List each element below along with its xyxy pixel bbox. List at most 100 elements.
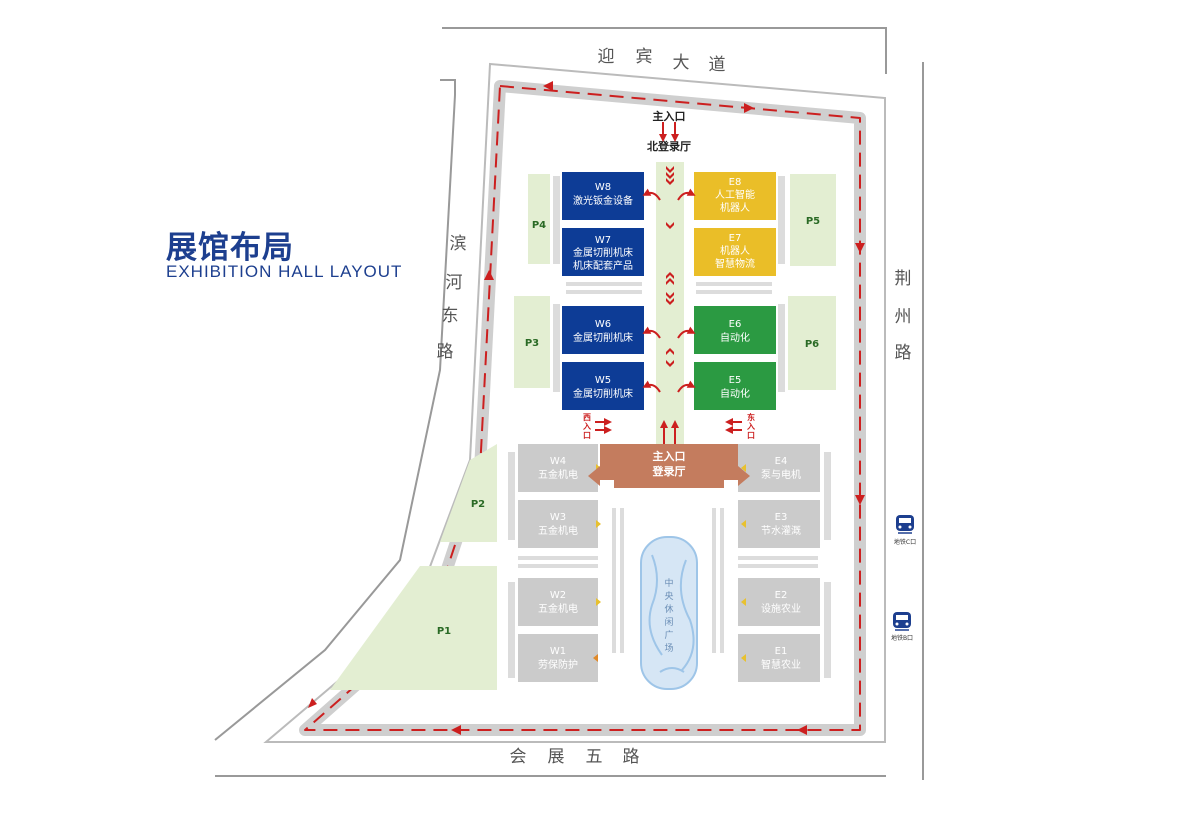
parking-p6 (788, 296, 836, 390)
corridor-chevrons (666, 166, 674, 367)
north-main-entrance-label: 主入口 (653, 109, 686, 123)
hall-e7-line1: 机器人 (720, 244, 750, 257)
hall-w3-line1: 五金机电 (538, 524, 578, 537)
hall-e4-code: E4 (775, 456, 788, 467)
road-north-char-0: 迎 (598, 47, 615, 67)
road-north-char-3: 道 (709, 55, 726, 75)
metro-c-icon[interactable] (896, 515, 914, 534)
hall-e2-code: E2 (775, 590, 788, 601)
road-west-char-2: 东 (442, 306, 459, 326)
plaza-char-2: 休 (664, 603, 673, 615)
main-lobby-wing-right (738, 466, 750, 486)
hall-e1-line1: 智慧农业 (761, 658, 801, 671)
east-entrance-char-2: 口 (747, 431, 755, 440)
road-west-char-3: 路 (437, 342, 454, 362)
parking-p5-label: P5 (806, 216, 820, 227)
parking-p3-label: P3 (525, 338, 539, 349)
main-lobby-line1: 主入口 (653, 449, 686, 463)
hall-e1[interactable] (738, 634, 820, 682)
hall-e3[interactable] (738, 500, 820, 548)
title-chinese: 展馆布局 (166, 230, 294, 266)
hall-e8-code: E8 (729, 177, 742, 188)
hall-w6-code: W6 (595, 319, 611, 330)
hall-w8-line1: 激光钣金设备 (573, 194, 633, 207)
hall-w6[interactable] (562, 306, 644, 354)
hall-w1-line1: 劳保防护 (538, 658, 578, 671)
hall-side-rails (508, 176, 831, 678)
parking-lots (330, 174, 836, 690)
hall-w3[interactable] (518, 500, 598, 548)
hall-e2[interactable] (738, 578, 820, 626)
metro-b-label: 地铁B口 (891, 634, 913, 642)
east-entrance-char-1: 入 (746, 422, 755, 431)
metro-c-label: 地铁C口 (894, 538, 916, 546)
hall-w4[interactable] (518, 444, 598, 492)
hall-w5-line1: 金属切削机床 (573, 387, 633, 400)
hall-e5[interactable] (694, 362, 776, 410)
main-lobby[interactable] (600, 444, 738, 488)
hall-e2-line1: 设施农业 (761, 602, 801, 615)
west-entrance-char-2: 口 (583, 431, 591, 440)
ring-direction-arrows (308, 81, 865, 735)
road-lines (214, 27, 924, 780)
title-english: EXHIBITION HALL LAYOUT (166, 262, 403, 281)
hall-w8[interactable] (562, 172, 644, 220)
hall-w2-code: W2 (550, 590, 566, 601)
plaza-water-pattern (648, 554, 695, 673)
plaza-char-1: 央 (664, 590, 673, 602)
parking-p1 (330, 566, 497, 690)
road-west-char-1: 河 (446, 273, 463, 293)
parking-p2-label: P2 (471, 499, 485, 510)
road-north-char-1: 宾 (636, 47, 653, 67)
parking-p4 (528, 174, 550, 264)
plaza-char-5: 场 (664, 643, 673, 654)
parking-p1-label: P1 (437, 626, 451, 637)
hall-w3-code: W3 (550, 512, 566, 523)
road-east-char-2: 路 (895, 343, 912, 363)
hall-w5[interactable] (562, 362, 644, 410)
hall-e6[interactable] (694, 306, 776, 354)
parking-p6-label: P6 (805, 339, 819, 350)
parking-p4-label: P4 (532, 220, 546, 231)
hall-w2-line1: 五金机电 (538, 602, 578, 615)
hall-e4[interactable] (738, 444, 820, 492)
road-east-char-1: 州 (895, 307, 912, 327)
hall-w1[interactable] (518, 634, 598, 682)
hall-e6-code: E6 (729, 319, 742, 330)
east-entrance-char-0: 东 (747, 412, 755, 422)
hall-w1-code: W1 (550, 646, 566, 657)
hall-e5-line1: 自动化 (720, 387, 750, 400)
hall-w7-line1: 金属切削机床 (573, 246, 633, 259)
hall-w7[interactable] (562, 228, 644, 276)
hall-e6-line1: 自动化 (720, 331, 750, 344)
flow-arrows (595, 122, 742, 444)
hall-e7-line2: 智慧物流 (715, 257, 755, 270)
plaza-char-0: 中 (664, 577, 673, 589)
hall-w7-code: W7 (595, 235, 611, 246)
hall-e8[interactable] (694, 172, 776, 220)
central-plaza (640, 536, 698, 690)
hall-w4-line1: 五金机电 (538, 468, 578, 481)
hall-e8-line2: 机器人 (720, 201, 750, 214)
hall-w4-code: W4 (550, 456, 566, 467)
hall-e7-code: E7 (729, 233, 742, 244)
hall-w7-line2: 机床配套产品 (573, 259, 633, 272)
hall-e5-code: E5 (729, 375, 742, 386)
parking-p2 (440, 444, 497, 542)
metro-b-icon[interactable] (893, 612, 911, 631)
hall-w6-line1: 金属切削机床 (573, 331, 633, 344)
hall-e3-line1: 节水灌溉 (761, 524, 801, 537)
road-east-char-0: 荆 (895, 269, 912, 289)
road-south-char-1: 展 (548, 747, 565, 767)
hall-e3-code: E3 (775, 512, 788, 523)
hall-e4-line1: 泵与电机 (761, 468, 801, 481)
hall-w5-code: W5 (595, 375, 611, 386)
hall-w2[interactable] (518, 578, 598, 626)
south-halls (518, 444, 820, 682)
road-north-char-2: 大 (673, 53, 690, 73)
road-south-char-2: 五 (586, 747, 603, 767)
hall-e7[interactable] (694, 228, 776, 276)
north-lobby-label: 北登录厅 (647, 139, 691, 153)
plaza-char-4: 广 (664, 629, 673, 641)
